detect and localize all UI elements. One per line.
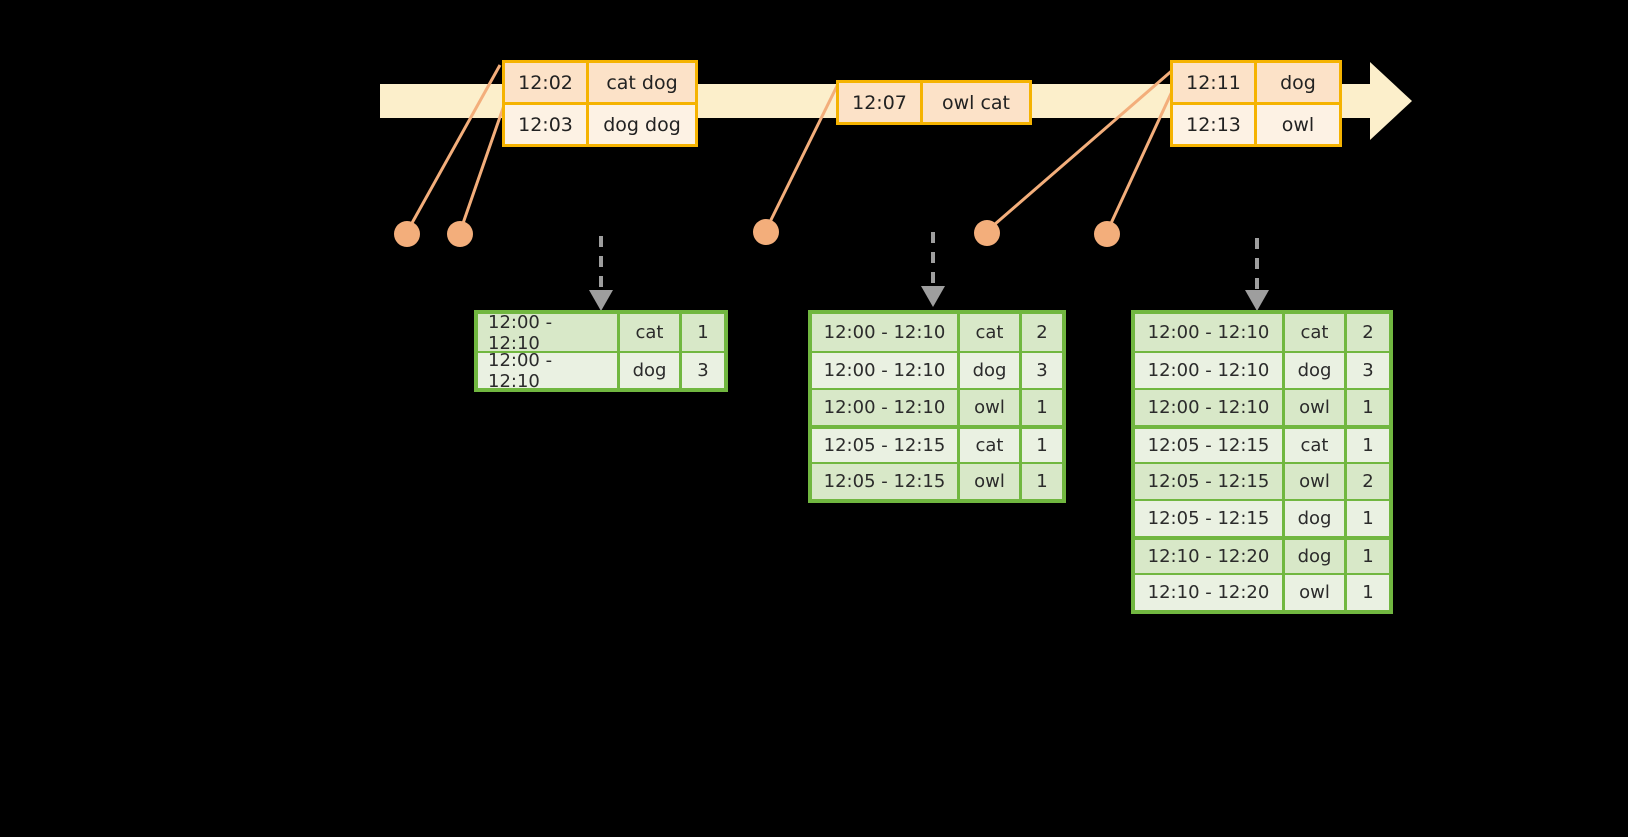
word-cell: owl <box>1285 390 1347 425</box>
count-cell: 2 <box>1347 314 1389 351</box>
marker-dots <box>394 219 1120 247</box>
count-cell: 2 <box>1022 314 1062 351</box>
event-words: dog <box>1257 63 1339 102</box>
window-cell: 12:00 - 12:10 <box>812 353 960 388</box>
word-cell: dog <box>1285 353 1347 388</box>
word-cell: owl <box>1285 464 1347 499</box>
word-cell: dog <box>620 353 682 388</box>
event-row: 12:13 owl <box>1173 102 1339 144</box>
count-cell: 3 <box>682 353 724 388</box>
event-row: 12:03 dog dog <box>505 102 695 144</box>
window-cell: 12:05 - 12:15 <box>1135 501 1285 536</box>
event-row: 12:02 cat dog <box>505 63 695 102</box>
window-cell: 12:00 - 12:10 <box>1135 390 1285 425</box>
window-cell: 12:00 - 12:10 <box>478 350 620 392</box>
window-cell: 12:00 - 12:10 <box>1135 314 1285 351</box>
table-row: 12:10 - 12:20 dog 1 <box>1135 536 1389 573</box>
window-cell: 12:05 - 12:15 <box>1135 429 1285 462</box>
window-cell: 12:00 - 12:10 <box>478 312 620 354</box>
event-time: 12:13 <box>1173 105 1257 144</box>
count-cell: 1 <box>1347 429 1389 462</box>
marker-dot <box>394 221 420 247</box>
word-cell: owl <box>1285 575 1347 610</box>
event-words: owl cat <box>923 83 1029 122</box>
table-row: 12:05 - 12:15 owl 2 <box>1135 462 1389 499</box>
count-cell: 2 <box>1347 464 1389 499</box>
count-cell: 1 <box>682 314 724 351</box>
table-row: 12:05 - 12:15 cat 1 <box>1135 425 1389 462</box>
table-row: 12:00 - 12:10 cat 2 <box>812 314 1062 351</box>
window-cell: 12:10 - 12:20 <box>1135 575 1285 610</box>
event-row: 12:11 dog <box>1173 63 1339 102</box>
result-table-2: 12:00 - 12:10 cat 2 12:00 - 12:10 dog 3 … <box>808 310 1066 503</box>
count-cell: 1 <box>1347 501 1389 536</box>
count-cell: 1 <box>1347 540 1389 573</box>
event-time: 12:02 <box>505 63 589 102</box>
table-row: 12:00 - 12:10 owl 1 <box>812 388 1062 425</box>
result-table-1: 12:00 - 12:10 cat 1 12:00 - 12:10 dog 3 <box>474 310 728 392</box>
table-row: 12:00 - 12:10 cat 2 <box>1135 314 1389 351</box>
emit-arrows <box>599 232 1259 292</box>
count-cell: 1 <box>1347 575 1389 610</box>
count-cell: 3 <box>1347 353 1389 388</box>
window-cell: 12:05 - 12:15 <box>812 464 960 499</box>
word-cell: cat <box>1285 429 1347 462</box>
count-cell: 1 <box>1022 429 1062 462</box>
event-group-1: 12:02 cat dog 12:03 dog dog <box>502 60 698 147</box>
table-row: 12:05 - 12:15 dog 1 <box>1135 499 1389 536</box>
event-time: 12:03 <box>505 105 589 144</box>
table-row: 12:05 - 12:15 owl 1 <box>812 462 1062 499</box>
word-cell: dog <box>960 353 1022 388</box>
event-row: 12:07 owl cat <box>839 83 1029 122</box>
result-table-3: 12:00 - 12:10 cat 2 12:00 - 12:10 dog 3 … <box>1131 310 1393 614</box>
window-cell: 12:10 - 12:20 <box>1135 540 1285 573</box>
count-cell: 3 <box>1022 353 1062 388</box>
window-cell: 12:00 - 12:10 <box>1135 353 1285 388</box>
word-cell: owl <box>960 390 1022 425</box>
word-cell: cat <box>1285 314 1347 351</box>
word-cell: dog <box>1285 501 1347 536</box>
table-row: 12:00 - 12:10 owl 1 <box>1135 388 1389 425</box>
marker-dot <box>753 219 779 245</box>
marker-dot <box>974 220 1000 246</box>
count-cell: 1 <box>1347 390 1389 425</box>
word-cell: cat <box>960 314 1022 351</box>
table-row: 12:10 - 12:20 owl 1 <box>1135 573 1389 610</box>
window-cell: 12:05 - 12:15 <box>1135 464 1285 499</box>
window-cell: 12:00 - 12:10 <box>812 314 960 351</box>
window-cell: 12:00 - 12:10 <box>812 390 960 425</box>
count-cell: 1 <box>1022 464 1062 499</box>
event-group-2: 12:07 owl cat <box>836 80 1032 125</box>
word-cell: cat <box>620 314 682 351</box>
table-row: 12:00 - 12:10 dog 3 <box>478 350 724 392</box>
event-words: owl <box>1257 105 1339 144</box>
word-cell: cat <box>960 429 1022 462</box>
table-row: 12:00 - 12:10 dog 3 <box>1135 351 1389 388</box>
table-row: 12:00 - 12:10 dog 3 <box>812 351 1062 388</box>
event-words: cat dog <box>589 63 695 102</box>
table-row: 12:00 - 12:10 cat 1 <box>478 312 724 354</box>
event-words: dog dog <box>589 105 695 144</box>
count-cell: 1 <box>1022 390 1062 425</box>
table-row: 12:05 - 12:15 cat 1 <box>812 425 1062 462</box>
window-cell: 12:05 - 12:15 <box>812 429 960 462</box>
event-time: 12:11 <box>1173 63 1257 102</box>
emit-arrow-heads <box>589 286 1269 311</box>
marker-dot <box>447 221 473 247</box>
marker-dot <box>1094 221 1120 247</box>
event-time: 12:07 <box>839 83 923 122</box>
event-group-3: 12:11 dog 12:13 owl <box>1170 60 1342 147</box>
word-cell: owl <box>960 464 1022 499</box>
word-cell: dog <box>1285 540 1347 573</box>
